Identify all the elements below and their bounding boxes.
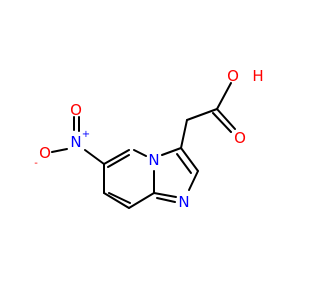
hydroxyl-hydrogen-label: H (252, 67, 263, 85)
bond-cooh-o-double-2 (212, 112, 232, 133)
molecule-structure: O H O N N N + O - O (34, 67, 263, 211)
nitro-oxygen-label: O (70, 101, 82, 119)
nitro-nitrogen-label: N (70, 133, 81, 151)
bond-c3-c2-double (176, 153, 192, 174)
bond-nitro-o-minus (51, 148, 68, 153)
carbonyl-oxygen-label: O (234, 129, 246, 147)
nitro-oxide-oxygen-label: O (39, 144, 51, 162)
bond-cooh-oh (216, 82, 232, 110)
imidazole-nitrogen-label: N (178, 193, 189, 211)
bond-c5-c6-double (107, 154, 130, 168)
bond-n4-c3 (161, 147, 182, 156)
bond-c6-nitro (84, 149, 105, 165)
nitro-oxide-oxygen-charge: - (34, 158, 38, 169)
bond-cooh-o-double (216, 108, 236, 130)
nitro-nitrogen-charge: + (82, 129, 90, 140)
bond-c5-c6 (103, 149, 130, 165)
bond-c3-ch2 (180, 119, 188, 149)
bond-n1-c8a-double (156, 197, 176, 203)
bonds (51, 82, 236, 209)
bond-c7-c8 (103, 192, 130, 209)
bridgehead-nitrogen-label: N (148, 151, 159, 169)
atom-labels: O H O N N N + O - O (34, 67, 263, 211)
bond-c2-n1 (188, 170, 199, 191)
bond-c7-c8-double (108, 192, 131, 204)
bond-ch2-cooh (186, 108, 218, 121)
bond-c3-c2 (180, 147, 199, 172)
bond-n4-c5 (133, 149, 147, 157)
hydroxyl-oxygen-label: O (227, 67, 239, 85)
bond-c8-c8a (128, 192, 155, 209)
bond-n1-c8a (153, 192, 177, 198)
